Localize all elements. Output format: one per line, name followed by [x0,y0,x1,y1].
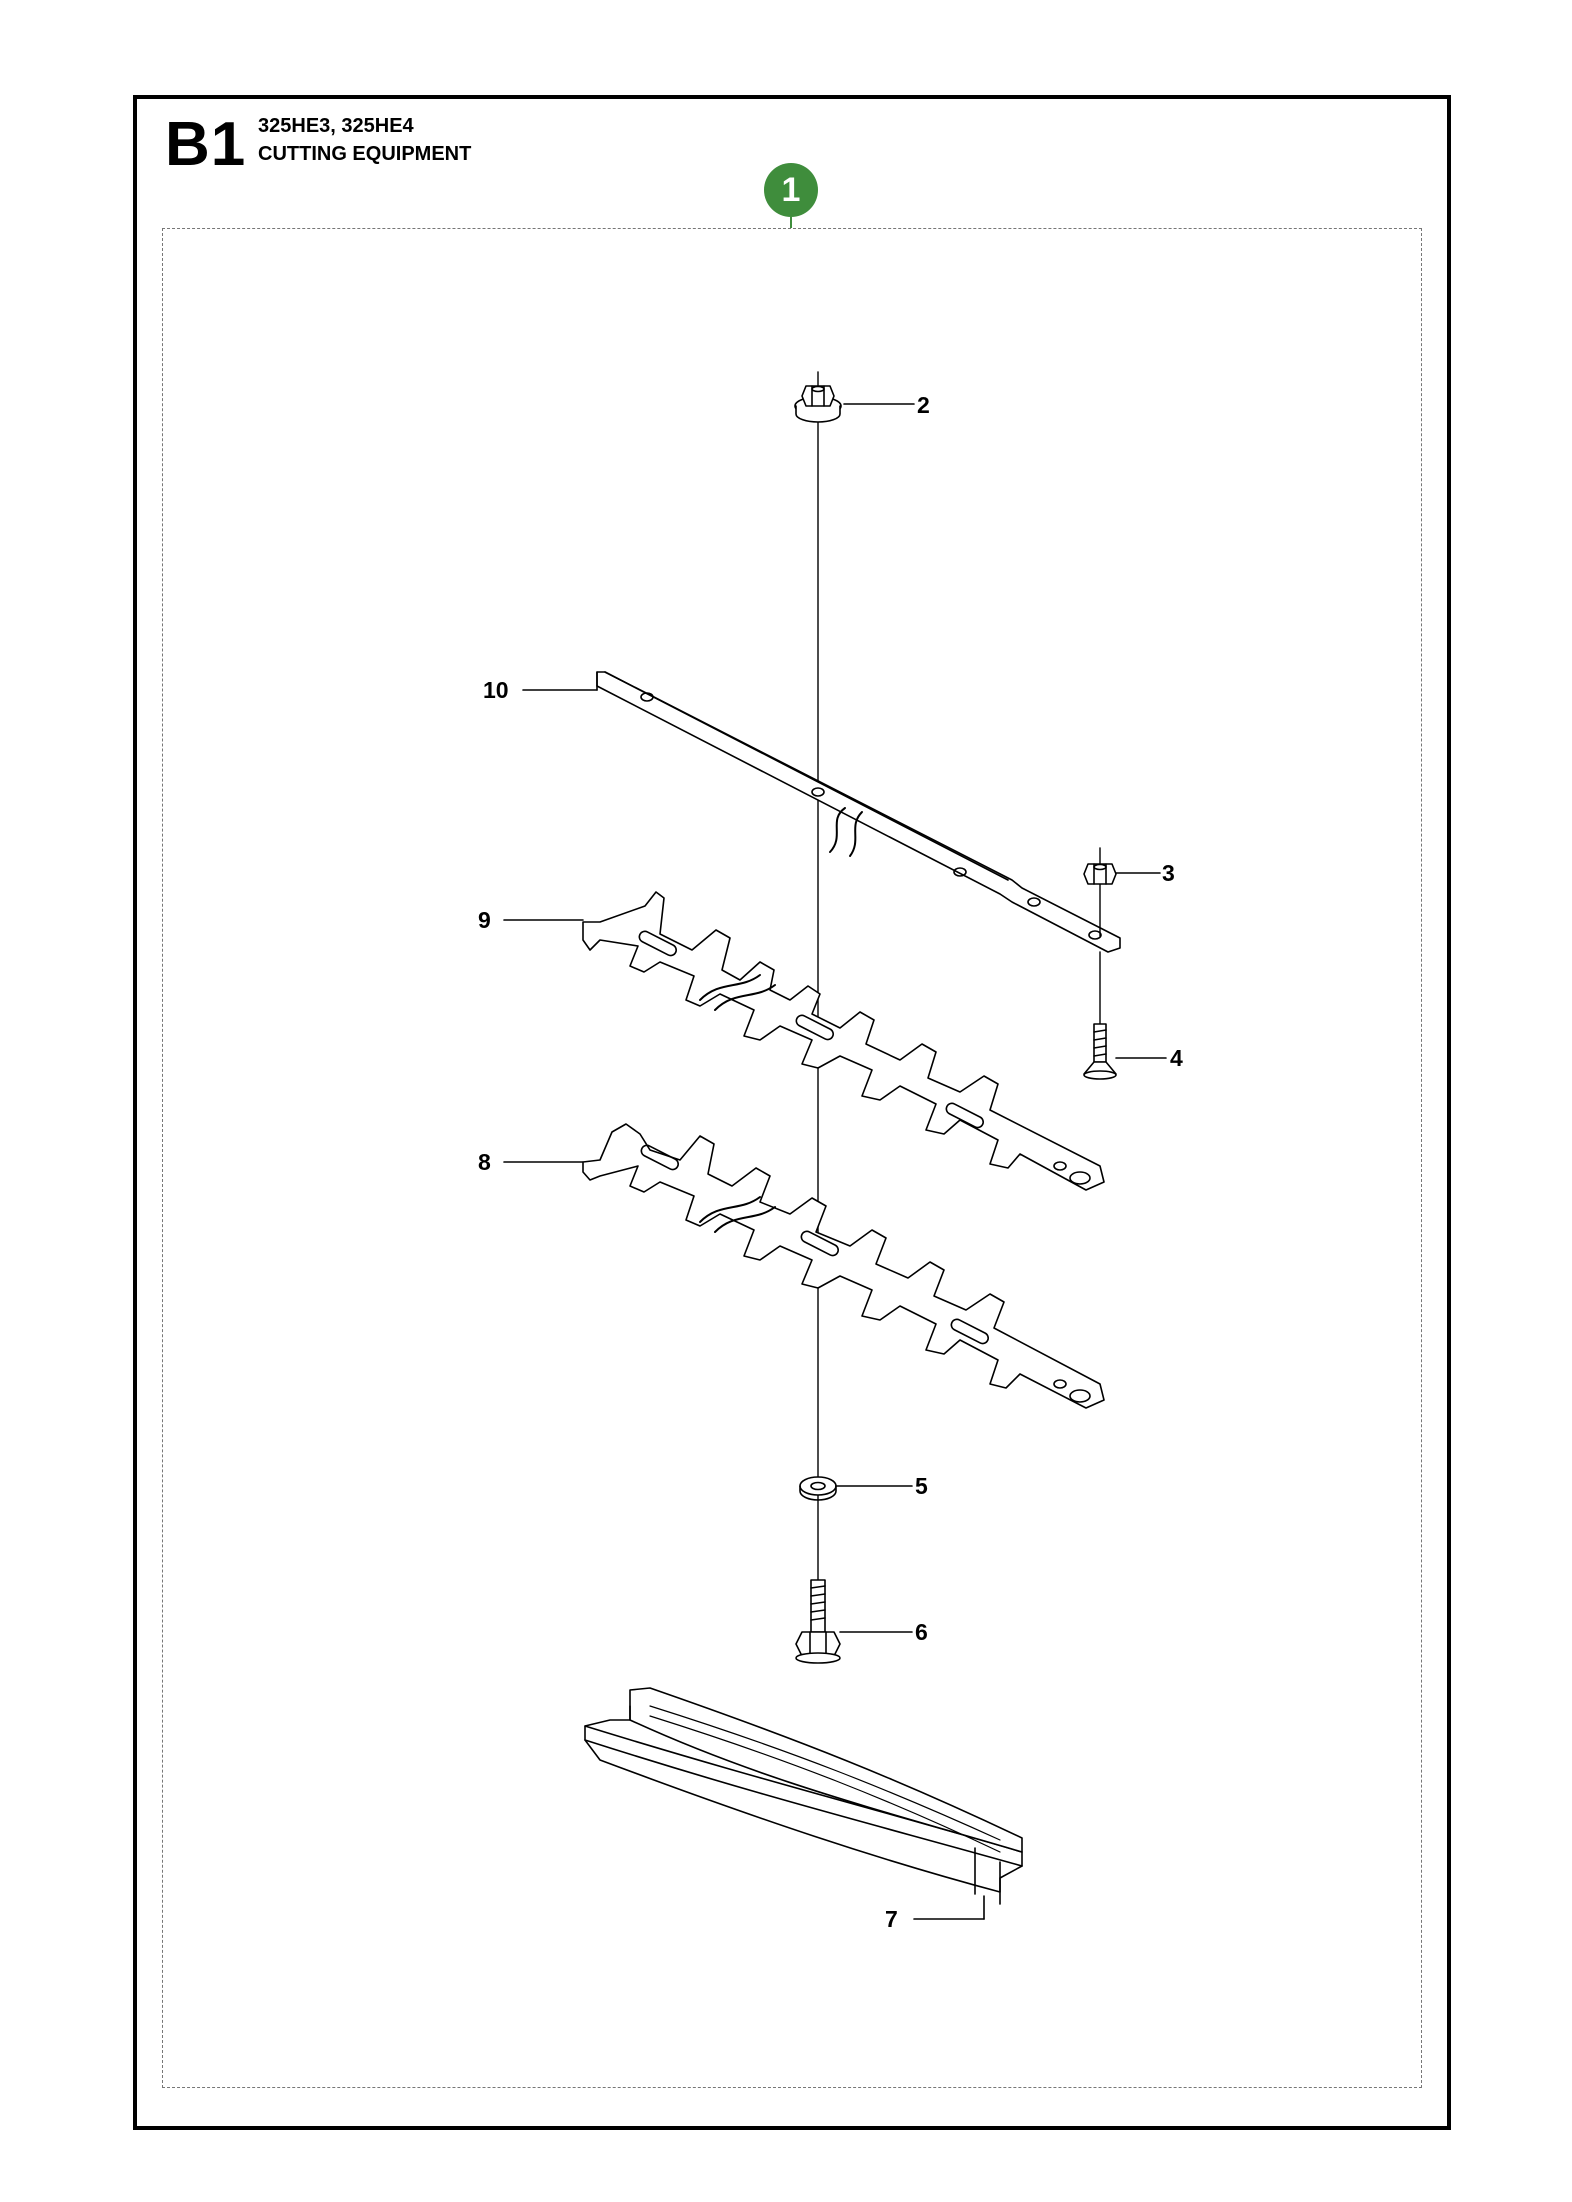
model-numbers: 325HE3, 325HE4 [258,115,414,137]
countersunk-screw-icon[interactable] [1083,951,1117,1080]
callout-9[interactable]: 9 [478,907,491,933]
hex-bolt-icon[interactable] [795,1579,841,1664]
assembly-badge-stem [790,217,792,228]
callout-2[interactable]: 2 [917,392,930,418]
page-frame [133,95,1451,2130]
callout-6[interactable]: 6 [915,1619,928,1645]
callout-5[interactable]: 5 [915,1473,928,1499]
callout-4[interactable]: 4 [1170,1045,1183,1071]
callout-10[interactable]: 10 [483,677,509,703]
section-code: B1 [165,110,247,179]
assembly-outline [162,228,1422,2088]
assembly-badge[interactable]: 1 [764,163,818,217]
flange-nut-icon[interactable] [794,385,842,423]
lower-blade-icon[interactable] [582,1123,1105,1409]
section-title: CUTTING EQUIPMENT [258,143,472,165]
guide-bar-icon[interactable] [596,671,1121,953]
lock-nut-icon[interactable] [1083,847,1117,937]
callout-3[interactable]: 3 [1162,860,1175,886]
callout-8[interactable]: 8 [478,1149,491,1175]
blade-guard-icon[interactable] [584,1687,1023,1905]
callout-7[interactable]: 7 [885,1906,898,1932]
upper-blade-icon[interactable] [582,891,1105,1191]
